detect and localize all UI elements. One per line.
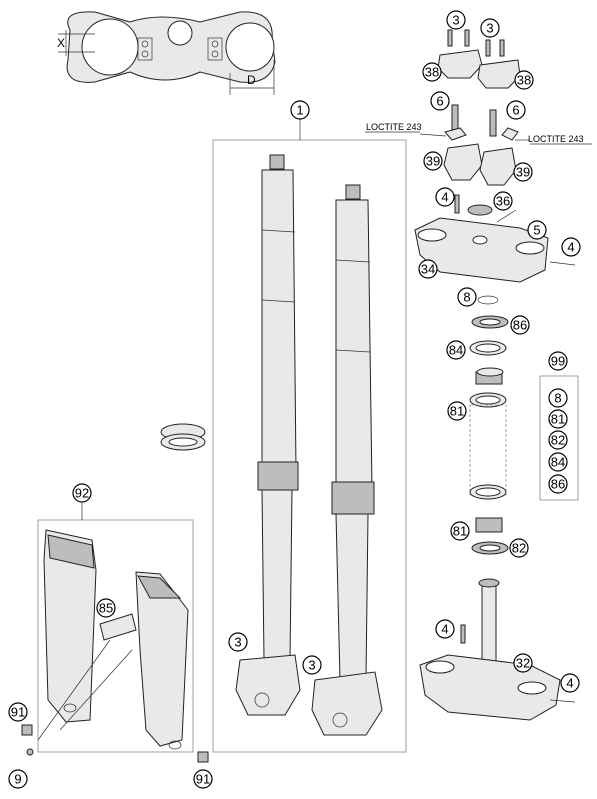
callout-4: 4 (435, 619, 455, 639)
callout-91: 91 (8, 702, 28, 722)
kit-99-box (539, 375, 579, 501)
handlebar-clamp-lower (443, 104, 519, 186)
svg-text:6: 6 (436, 94, 443, 109)
svg-text:3: 3 (486, 21, 493, 36)
callout-39: 39 (423, 151, 443, 171)
loctite-label-right: LOCTITE 243 (528, 134, 584, 144)
left-fork-guard (43, 529, 97, 723)
svg-text:82: 82 (512, 541, 526, 556)
svg-text:81: 81 (450, 404, 464, 419)
kit-99-item: 81 (548, 409, 568, 429)
callout-81: 81 (450, 521, 470, 541)
callout-8: 8 (457, 287, 477, 307)
callout-81: 81 (447, 401, 467, 421)
callout-91: 91 (193, 769, 213, 789)
svg-text:3: 3 (308, 658, 315, 673)
svg-text:3: 3 (234, 635, 241, 650)
callout-34: 34 (418, 259, 438, 279)
steering-bearing-stack (469, 295, 509, 555)
svg-text:36: 36 (496, 194, 510, 209)
svg-text:4: 4 (441, 190, 448, 205)
svg-text:86: 86 (551, 477, 565, 492)
svg-text:1: 1 (296, 103, 303, 118)
callout-9: 9 (8, 769, 28, 789)
callout-99: 99 (548, 351, 568, 371)
callout-4: 4 (560, 673, 580, 693)
svg-text:4: 4 (567, 240, 574, 255)
top-triple-clamp-top-view (58, 11, 276, 95)
svg-text:38: 38 (425, 65, 439, 80)
callout-4: 4 (435, 187, 455, 207)
svg-text:9: 9 (14, 772, 21, 787)
svg-text:38: 38 (517, 73, 531, 88)
svg-text:39: 39 (426, 154, 440, 169)
kit-99-item: 8 (548, 388, 568, 408)
kit-99-item: 82 (548, 430, 568, 450)
fork-guard-frame (37, 519, 194, 753)
svg-text:34: 34 (421, 262, 435, 277)
callout-6: 6 (430, 91, 450, 111)
svg-text:8: 8 (554, 391, 561, 406)
callout-5: 5 (527, 220, 547, 240)
callout-92: 92 (72, 483, 92, 503)
right-fork-leg (311, 184, 383, 736)
callout-86: 86 (510, 315, 530, 335)
svg-text:4: 4 (566, 676, 573, 691)
fork-assembly-frame (212, 139, 407, 753)
svg-text:81: 81 (551, 412, 565, 427)
svg-text:84: 84 (449, 343, 463, 358)
callout-3: 3 (480, 18, 500, 38)
callout-36: 36 (493, 191, 513, 211)
svg-text:32: 32 (516, 656, 530, 671)
svg-text:92: 92 (75, 486, 89, 501)
callout-38: 38 (514, 70, 534, 90)
callout-32: 32 (513, 653, 533, 673)
svg-text:5: 5 (533, 223, 540, 238)
lower-triple-clamp (419, 578, 576, 721)
svg-text:91: 91 (196, 772, 210, 787)
svg-text:99: 99 (551, 354, 565, 369)
dimension-d-label: D (247, 73, 256, 87)
callout-1: 1 (290, 100, 310, 120)
guard-clamp-85 (99, 613, 137, 641)
kit-99-item: 84 (548, 452, 568, 472)
svg-text:6: 6 (512, 103, 519, 118)
svg-text:82: 82 (551, 433, 565, 448)
callout-3: 3 (302, 655, 322, 675)
callout-39: 39 (513, 162, 533, 182)
callout-82: 82 (509, 538, 529, 558)
kit-99-item: 86 (548, 474, 568, 494)
callout-84: 84 (446, 340, 466, 360)
callout-3: 3 (228, 632, 248, 652)
svg-text:3: 3 (452, 13, 459, 28)
callout-3: 3 (446, 10, 466, 30)
callout-38: 38 (422, 62, 442, 82)
left-fork-leg (235, 154, 301, 716)
svg-text:86: 86 (513, 318, 527, 333)
svg-text:84: 84 (551, 455, 565, 470)
svg-text:8: 8 (463, 290, 470, 305)
dimension-x-label: X (57, 36, 65, 50)
callout-6: 6 (506, 100, 526, 120)
loctite-label-left: LOCTITE 243 (366, 122, 422, 132)
callout-85: 85 (96, 598, 116, 618)
upper-triple-clamp (414, 194, 576, 283)
loose-ring-part (160, 423, 206, 451)
svg-text:81: 81 (453, 524, 467, 539)
svg-text:39: 39 (516, 165, 530, 180)
svg-text:4: 4 (441, 622, 448, 637)
handlebar-clamp-upper (437, 29, 521, 89)
callout-4: 4 (561, 237, 581, 257)
svg-text:85: 85 (99, 601, 113, 616)
svg-text:91: 91 (11, 705, 25, 720)
right-fork-guard (135, 571, 189, 750)
